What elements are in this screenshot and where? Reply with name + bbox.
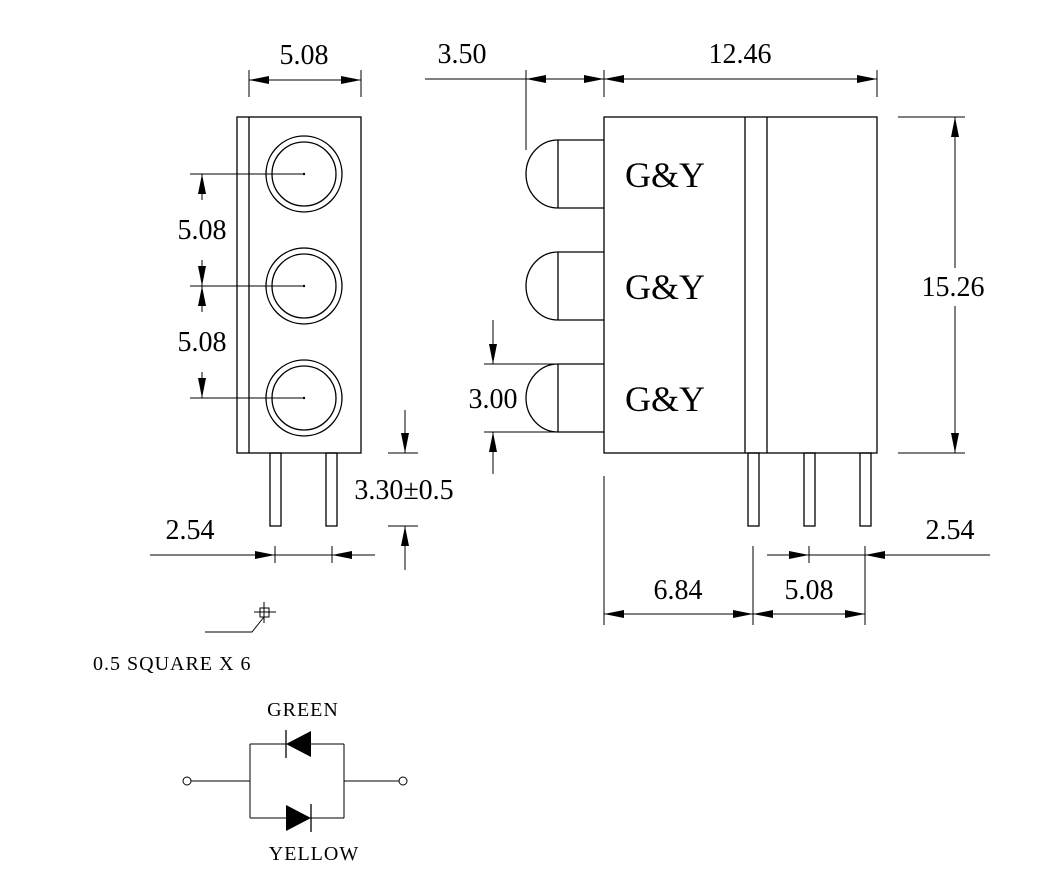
led-dome-middle	[525, 251, 604, 321]
dim-lead-offset	[603, 476, 754, 625]
front-leads	[269, 452, 338, 527]
dim-body-height	[898, 116, 965, 454]
dim-side-lead-pitch-label: 5.08	[785, 575, 834, 606]
dim-led-pitch	[190, 173, 304, 399]
terminal-right	[398, 776, 408, 786]
dim-lead-offset-label: 6.84	[654, 575, 703, 606]
dim-top-width	[248, 70, 362, 97]
dim-dome-protrusion-label: 3.50	[438, 39, 487, 70]
dim-lead-length	[388, 410, 418, 570]
schematic-label-yellow: YELLOW	[269, 843, 359, 865]
dim-lead-length-label: 3.30±0.5	[354, 475, 453, 506]
dim-top-width-label: 5.08	[280, 40, 329, 71]
led-dome-top	[525, 139, 604, 209]
dim-body-depth-label: 12.46	[709, 39, 772, 70]
dim-dome-protrusion	[425, 70, 605, 150]
dim-dome-diameter	[484, 320, 604, 474]
dim-led-pitch-1-label: 5.08	[178, 215, 227, 246]
side-leads	[747, 452, 872, 527]
terminal-left	[182, 776, 192, 786]
dim-side-lead-pitch-small	[767, 546, 990, 563]
green-diode-icon	[250, 730, 344, 758]
dim-side-lead-pitch	[753, 546, 866, 625]
body-marking-bottom: G&Y	[625, 379, 705, 419]
dim-side-lead-pitch-small-label: 2.54	[926, 515, 975, 546]
dim-front-lead-pitch-label: 2.54	[166, 515, 215, 546]
front-body-outline	[236, 116, 362, 454]
yellow-diode-icon	[250, 804, 344, 832]
pin-note: 0.5 SQUARE X 6	[93, 653, 251, 675]
body-marking-top: G&Y	[625, 155, 705, 195]
pin-square-symbol	[205, 602, 276, 633]
dim-dome-diameter-label: 3.00	[469, 384, 518, 415]
body-marking-middle: G&Y	[625, 267, 705, 307]
schematic-label-green: GREEN	[267, 699, 339, 721]
bicolor-led-schematic: GREEN YELLOW	[182, 699, 408, 865]
side-view: G&Y G&Y G&Y 3.50 12.46	[425, 39, 990, 625]
dim-body-depth	[604, 70, 878, 97]
dim-front-lead-pitch	[150, 546, 375, 563]
dim-body-height-label: 15.26	[922, 272, 985, 303]
led-dome-bottom	[525, 363, 604, 433]
side-body-outline	[603, 116, 878, 454]
dim-led-pitch-2-label: 5.08	[178, 327, 227, 358]
front-view: 5.08 5.08 5.08 3.30±0.5	[93, 40, 454, 675]
